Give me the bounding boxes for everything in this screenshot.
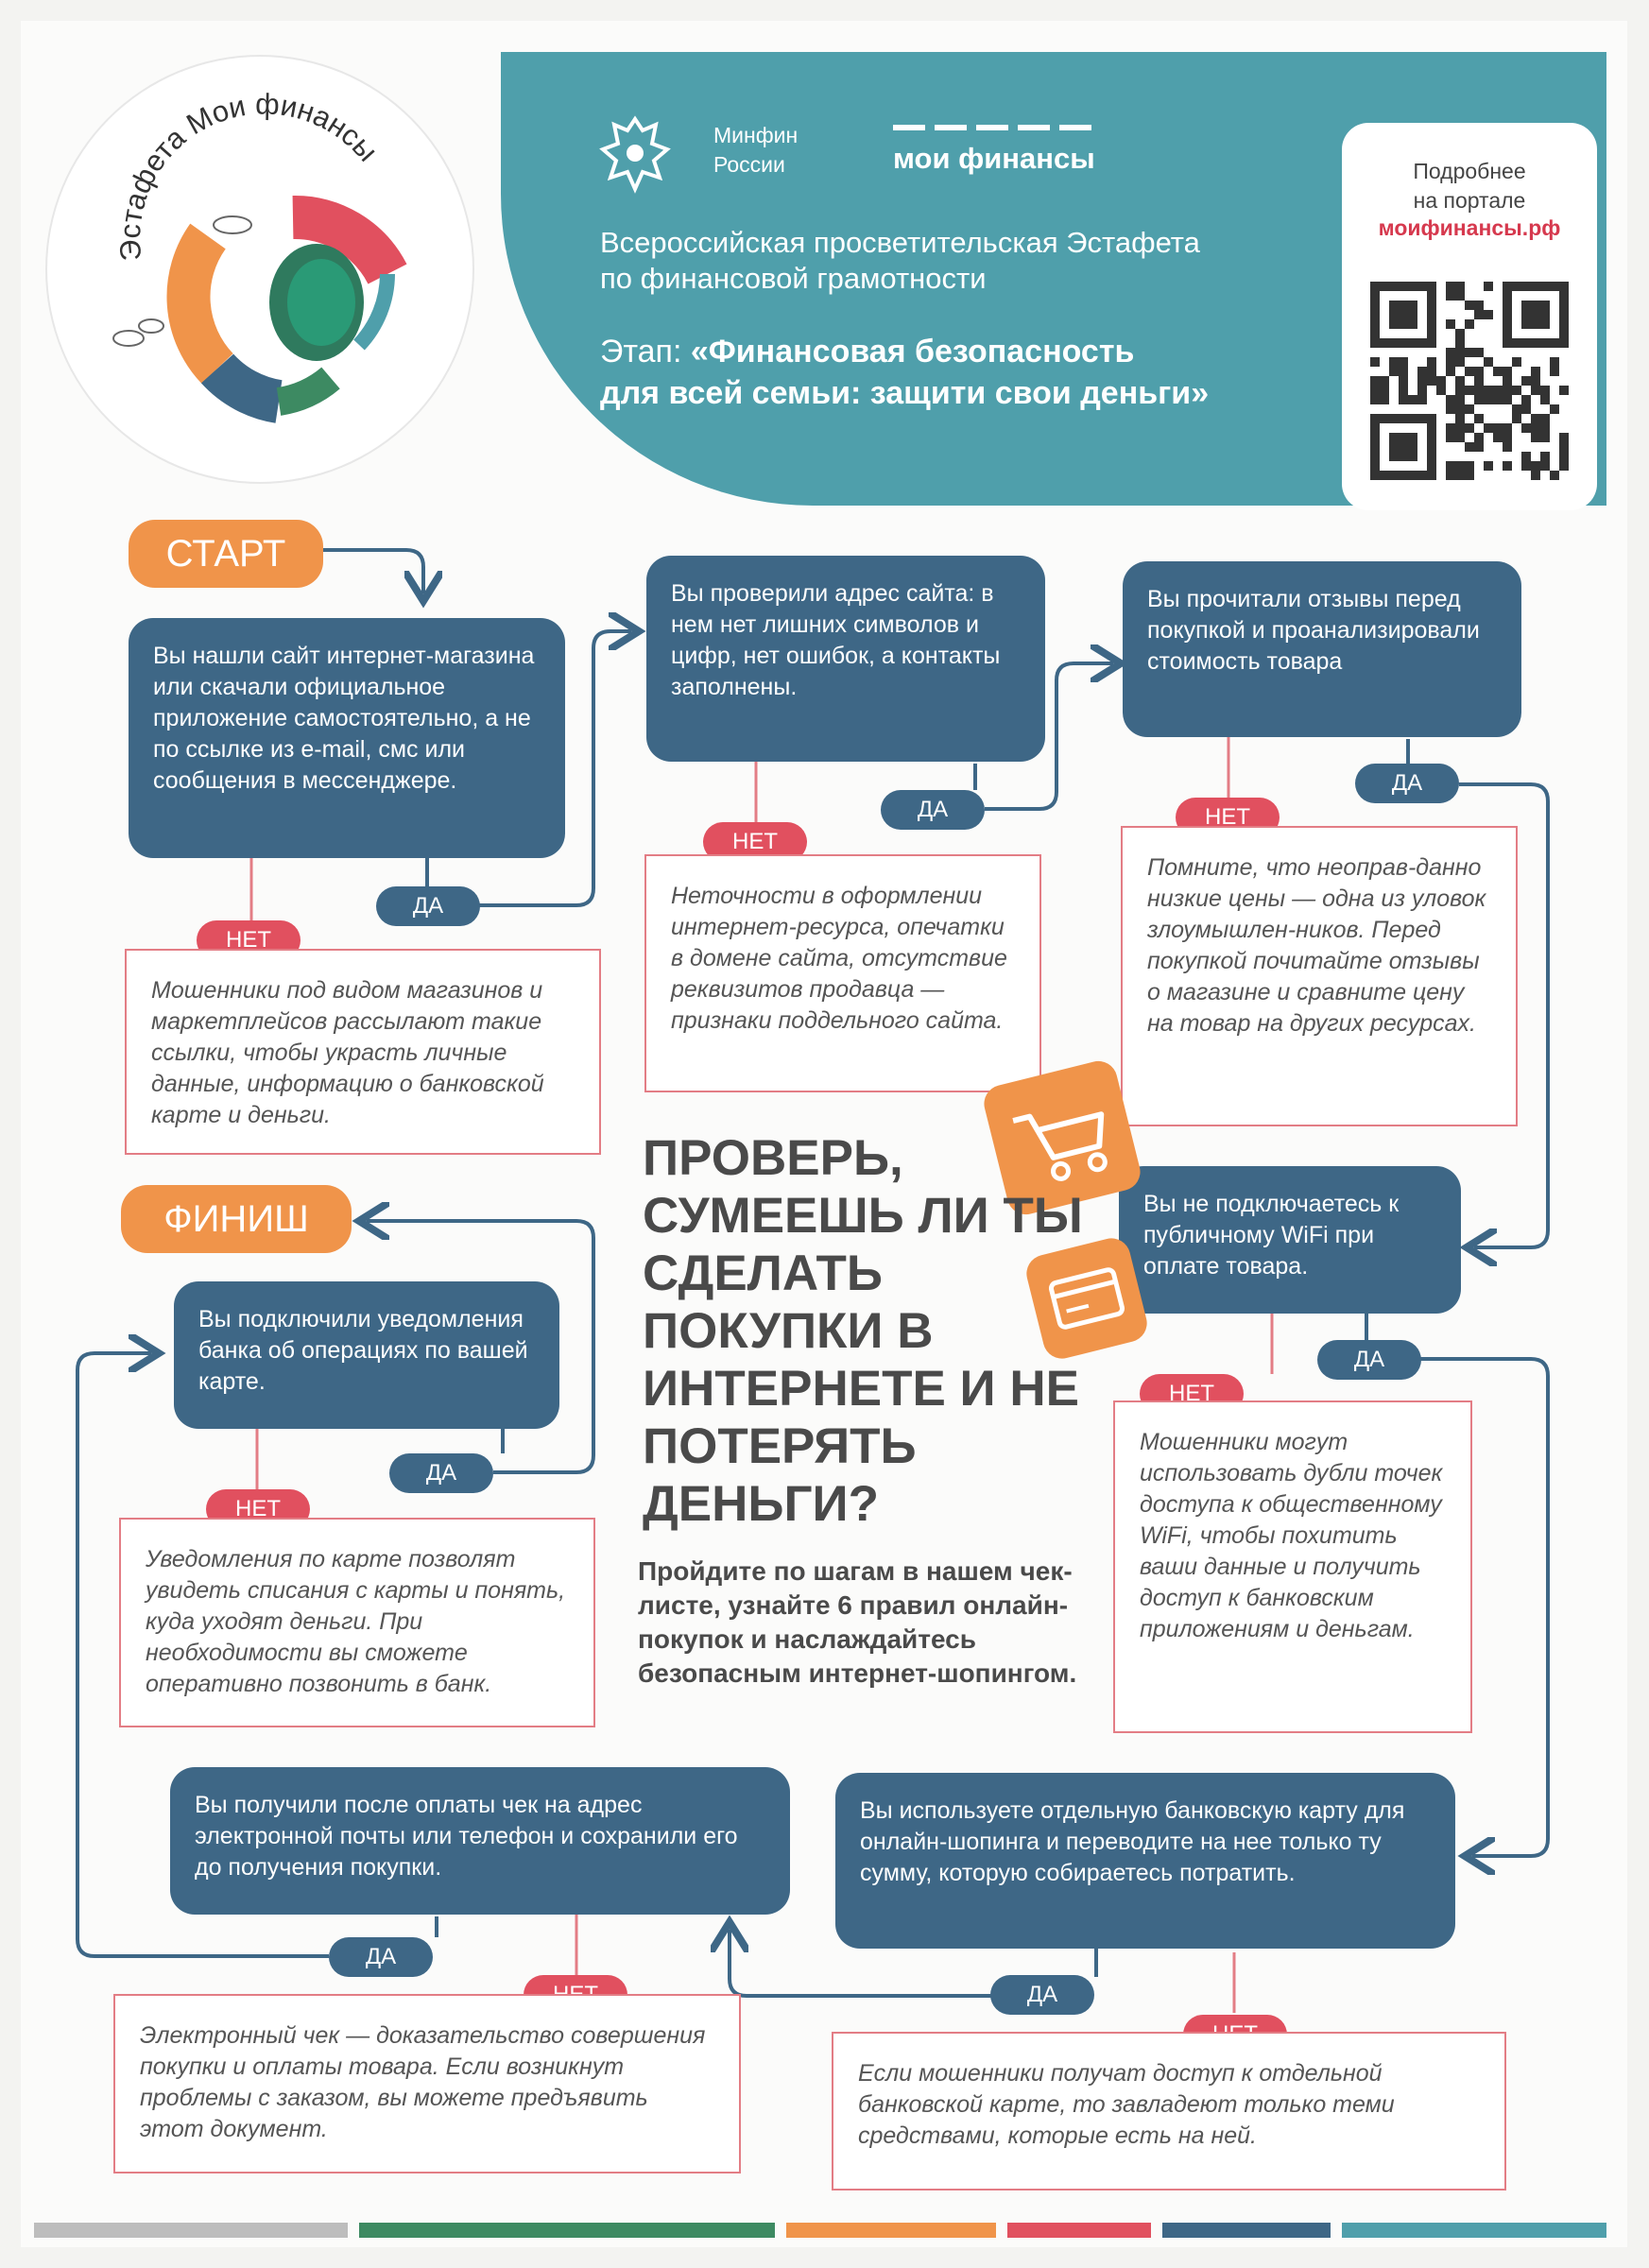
- footer-stripe: [34, 2223, 348, 2238]
- step4-yes-badge: ДА: [1317, 1340, 1421, 1380]
- step1-yes-badge: ДА: [376, 886, 480, 926]
- step6-yes-badge: ДА: [329, 1937, 433, 1977]
- shopping-cart-icon: [980, 1057, 1144, 1219]
- footer-stripe: [1007, 2223, 1151, 2238]
- relay-logo: Эстафета Мои финансы: [47, 57, 472, 482]
- step4-question: Вы не подключаетесь к публичному WiFi пр…: [1119, 1166, 1461, 1314]
- main-headline: ПРОВЕРЬ, СУМЕЕШЬ ЛИ ТЫ СДЕЛАТЬ ПОКУПКИ В…: [643, 1130, 1083, 1532]
- step7-warning: Уведомления по карте позволят увидеть сп…: [119, 1518, 595, 1727]
- portal-link[interactable]: моифинансы.рф: [1378, 215, 1561, 240]
- step5-question: Вы используете отдельную банковскую карт…: [835, 1773, 1455, 1949]
- footer-stripe: [1162, 2223, 1331, 2238]
- ministry-name: Минфин России: [713, 123, 799, 177]
- finish-label: ФИНИШ: [121, 1185, 352, 1253]
- credit-card-icon: [1022, 1234, 1151, 1363]
- step2-question: Вы проверили адрес сайта: в нем нет лишн…: [646, 556, 1045, 762]
- step5-yes-badge: ДА: [990, 1975, 1094, 2015]
- step2-warning: Неточности в оформлении интернет-ресурса…: [644, 854, 1041, 1092]
- main-subtitle: Пройдите по шагам в нашем чек-листе, узн…: [638, 1556, 1077, 1688]
- step6-question: Вы получили после оплаты чек на адрес эл…: [170, 1767, 790, 1915]
- qr-code-icon[interactable]: [1370, 282, 1569, 480]
- brand-name: мои финансы: [893, 142, 1095, 175]
- step3-question: Вы прочитали отзывы перед покупкой и про…: [1123, 561, 1521, 737]
- relay-title: Всероссийская просветительская Эстафета …: [600, 226, 1200, 295]
- start-label: СТАРТ: [129, 520, 323, 588]
- portal-caption: Подробнее на портале: [1413, 159, 1526, 213]
- step3-warning: Помните, что неоправ-данно низкие цены —…: [1121, 826, 1518, 1126]
- step7-question: Вы подключили уведомления банка об опера…: [174, 1281, 559, 1429]
- step3-yes-badge: ДА: [1355, 764, 1459, 803]
- portal-card[interactable]: Подробнее на портале моифинансы.рф: [1342, 123, 1597, 510]
- step1-question: Вы нашли сайт интернет-магазина или скач…: [129, 618, 565, 858]
- footer-stripe: [786, 2223, 996, 2238]
- footer-stripe: [1342, 2223, 1606, 2238]
- footer-stripe: [359, 2223, 775, 2238]
- stage-title: Этап: «Финансовая безопасность для всей …: [600, 334, 1210, 411]
- step1-warning: Мошенники под видом магазинов и маркетпл…: [125, 949, 601, 1155]
- relay-logo-graphic: Эстафета Мои финансы: [112, 87, 407, 423]
- step2-yes-badge: ДА: [881, 790, 985, 830]
- step7-yes-badge: ДА: [389, 1453, 493, 1493]
- coat-of-arms-icon: [597, 112, 673, 197]
- brand-bar: [893, 125, 1096, 130]
- step5-warning: Если мошенники получат доступ к отдельно…: [832, 2032, 1506, 2191]
- coins-icon: [112, 215, 252, 347]
- step6-warning: Электронный чек — доказательство соверше…: [113, 1994, 741, 2174]
- step4-warning: Мошенники могут использовать дубли точек…: [1113, 1400, 1472, 1733]
